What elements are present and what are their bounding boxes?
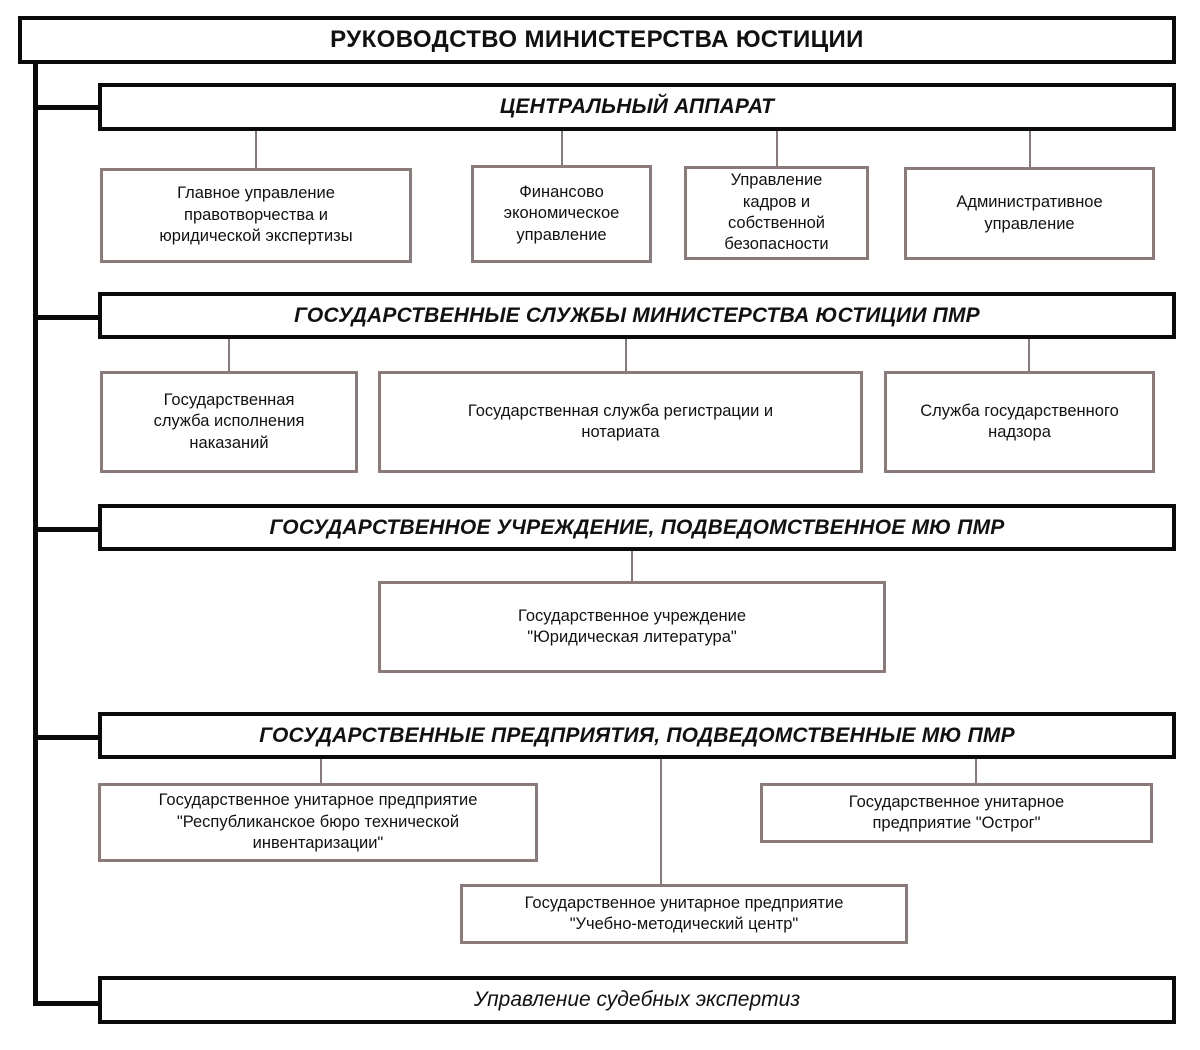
connector-state-services-child-2	[1028, 339, 1030, 371]
connector-state-services-child-1	[625, 339, 627, 371]
unit-box-state-supervision: Служба государственного надзора	[884, 371, 1155, 473]
connector-state-enterprises-child-0	[320, 759, 322, 783]
section-header-state-institution: ГОСУДАРСТВЕННОЕ УЧРЕЖДЕНИЕ, ПОДВЕДОМСТВЕ…	[98, 504, 1176, 551]
unit-box-penal-service: Государственная служба исполнения наказа…	[100, 371, 358, 473]
unit-box-registration-notary: Государственная служба регистрации и нот…	[378, 371, 863, 473]
root-title-bar: РУКОВОДСТВО МИНИСТЕРСТВА ЮСТИЦИИ	[18, 16, 1176, 64]
unit-box-technical-inventory-bureau: Государственное унитарное предприятие "Р…	[98, 783, 538, 862]
connector-state-institution-child-0	[631, 551, 633, 581]
connector-central-apparatus-child-1	[561, 131, 563, 165]
unit-box-legal-drafting: Главное управление правотворчества и юри…	[100, 168, 412, 263]
connector-central-apparatus-child-3	[1029, 131, 1031, 167]
connector-state-enterprises-child-2	[660, 759, 662, 884]
section-header-state-services: ГОСУДАРСТВЕННЫЕ СЛУЖБЫ МИНИСТЕРСТВА ЮСТИ…	[98, 292, 1176, 339]
connector-central-apparatus-child-2	[776, 131, 778, 166]
trunk-stub-section-2	[33, 315, 100, 320]
unit-box-training-methodical-center: Государственное унитарное предприятие "У…	[460, 884, 908, 944]
unit-box-legal-literature: Государственное учреждение "Юридическая …	[378, 581, 886, 673]
main-trunk-line	[33, 62, 38, 1006]
trunk-stub-section-1	[33, 105, 100, 110]
connector-state-enterprises-child-1	[975, 759, 977, 783]
unit-box-ostrog: Государственное унитарное предприятие "О…	[760, 783, 1153, 843]
trunk-stub-section-4	[33, 735, 100, 740]
section-header-central-apparatus: ЦЕНТРАЛЬНЫЙ АППАРАТ	[98, 83, 1176, 131]
unit-box-financial-economic: Финансово экономическое управление	[471, 165, 652, 263]
unit-box-administrative: Административное управление	[904, 167, 1155, 260]
connector-central-apparatus-child-0	[255, 131, 257, 168]
trunk-stub-section-5	[33, 1001, 100, 1006]
section-header-state-enterprises: ГОСУДАРСТВЕННЫЕ ПРЕДПРИЯТИЯ, ПОДВЕДОМСТВ…	[98, 712, 1176, 759]
section-header-forensic-expertise: Управление судебных экспертиз	[98, 976, 1176, 1024]
connector-state-services-child-0	[228, 339, 230, 371]
trunk-stub-section-3	[33, 527, 100, 532]
unit-box-personnel-security: Управление кадров и собственной безопасн…	[684, 166, 869, 260]
